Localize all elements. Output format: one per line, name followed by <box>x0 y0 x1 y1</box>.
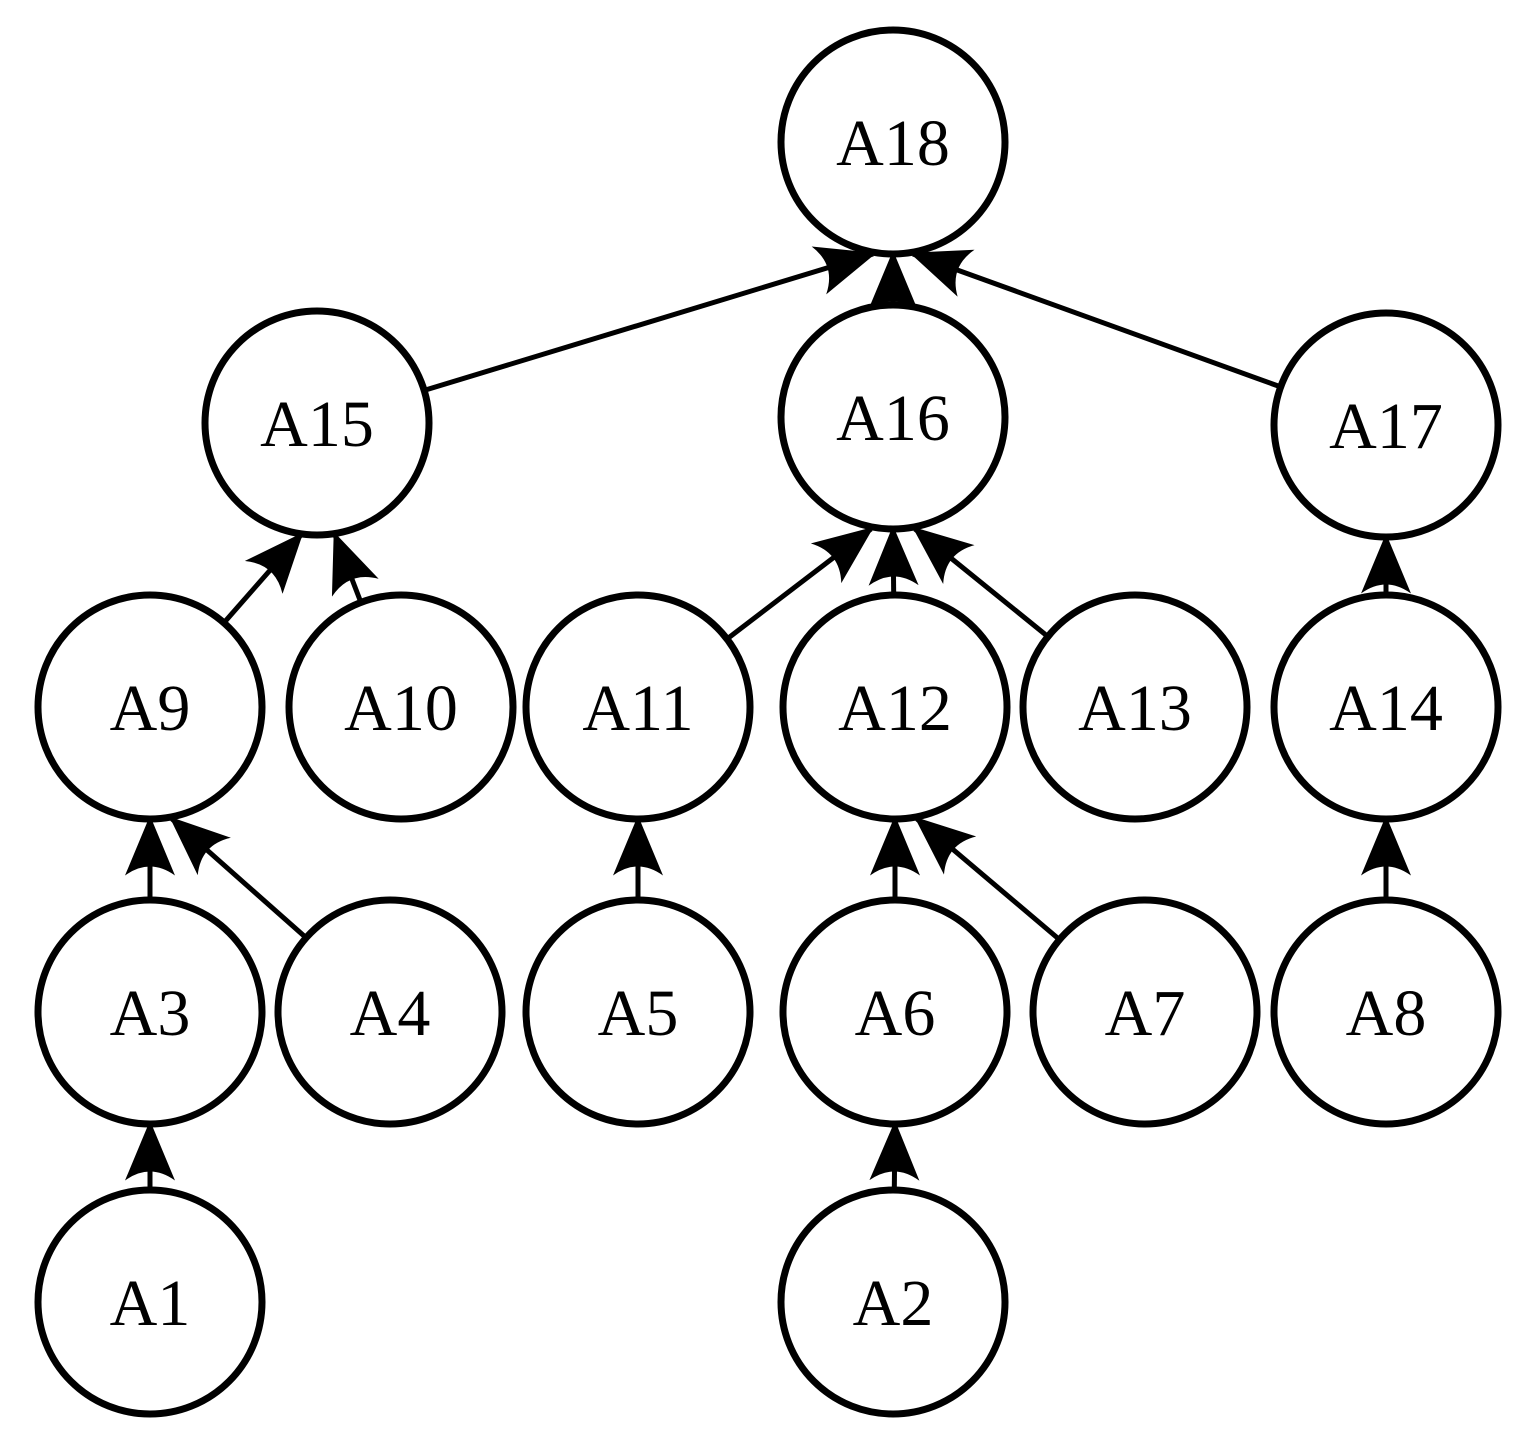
node-a4: A4 <box>274 896 506 1128</box>
node-label-a7: A7 <box>1105 977 1186 1050</box>
node-label-a4: A4 <box>350 977 431 1050</box>
node-a2: A2 <box>777 1186 1009 1418</box>
node-circle-a10 <box>285 591 517 823</box>
node-a15: A15 <box>201 307 433 539</box>
node-label-a18: A18 <box>836 107 950 180</box>
node-label-a8: A8 <box>1346 977 1427 1050</box>
node-a12: A12 <box>779 591 1011 823</box>
node-a17: A17 <box>1270 309 1502 541</box>
edge-a10-to-a15 <box>331 531 379 604</box>
edge-a11-to-a16 <box>725 526 874 641</box>
edge-a12-to-a16 <box>868 525 919 596</box>
node-a6: A6 <box>779 896 1011 1128</box>
node-label-a5: A5 <box>598 977 679 1050</box>
edge-a7-to-a12 <box>914 816 1062 942</box>
node-label-a10: A10 <box>344 672 458 745</box>
node-circle-a15 <box>201 307 433 539</box>
node-label-a15: A15 <box>260 388 374 461</box>
node-circle-a4 <box>274 896 506 1128</box>
node-circle-a13 <box>1019 591 1251 823</box>
node-a7: A7 <box>1029 896 1261 1128</box>
node-circle-a11 <box>522 591 754 823</box>
node-circle-a1 <box>34 1186 266 1418</box>
node-label-a11: A11 <box>582 672 693 745</box>
edge-a13-to-a16 <box>912 526 1050 639</box>
node-circle-a9 <box>34 591 266 823</box>
node-label-a9: A9 <box>110 672 191 745</box>
edge-a4-to-a9 <box>169 816 308 940</box>
node-a11: A11 <box>522 591 754 823</box>
node-circle-a12 <box>779 591 1011 823</box>
node-circle-a14 <box>1270 591 1502 823</box>
node-circle-a3 <box>34 896 266 1128</box>
node-a13: A13 <box>1019 591 1251 823</box>
node-circle-a2 <box>777 1186 1009 1418</box>
node-label-a14: A14 <box>1329 672 1443 745</box>
node-circle-a17 <box>1270 309 1502 541</box>
node-label-a1: A1 <box>110 1267 191 1340</box>
node-label-a16: A16 <box>836 382 950 455</box>
node-a8: A8 <box>1270 896 1502 1128</box>
node-circle-a6 <box>779 896 1011 1128</box>
node-circle-a8 <box>1270 896 1502 1128</box>
node-a10: A10 <box>285 591 517 823</box>
node-a5: A5 <box>522 896 754 1128</box>
edge-a15-to-a18 <box>423 246 877 393</box>
node-label-a3: A3 <box>110 977 191 1050</box>
edges-layer <box>125 246 1411 1191</box>
node-circle-a7 <box>1029 896 1261 1128</box>
node-label-a13: A13 <box>1078 672 1192 745</box>
node-label-a2: A2 <box>853 1267 934 1340</box>
edge-a2-to-a6 <box>869 1120 920 1191</box>
nodes-layer: A1 A2 A3 A4 A5 A6 A7 A8 A9 A10 A11 A12 A13 A14 A15 A16 A… <box>34 26 1502 1418</box>
node-a18: A18 <box>777 26 1009 258</box>
node-circle-a5 <box>522 896 754 1128</box>
node-circle-a16 <box>777 301 1009 533</box>
node-a16: A16 <box>777 301 1009 533</box>
node-label-a12: A12 <box>838 672 952 745</box>
node-label-a17: A17 <box>1329 390 1443 463</box>
edge-a9-to-a15 <box>222 532 304 625</box>
node-label-a6: A6 <box>855 977 936 1050</box>
node-circle-a18 <box>777 26 1009 258</box>
node-a1: A1 <box>34 1186 266 1418</box>
node-a9: A9 <box>34 591 266 823</box>
node-a3: A3 <box>34 896 266 1128</box>
node-a14: A14 <box>1270 591 1502 823</box>
edge-a17-to-a18 <box>909 249 1282 390</box>
